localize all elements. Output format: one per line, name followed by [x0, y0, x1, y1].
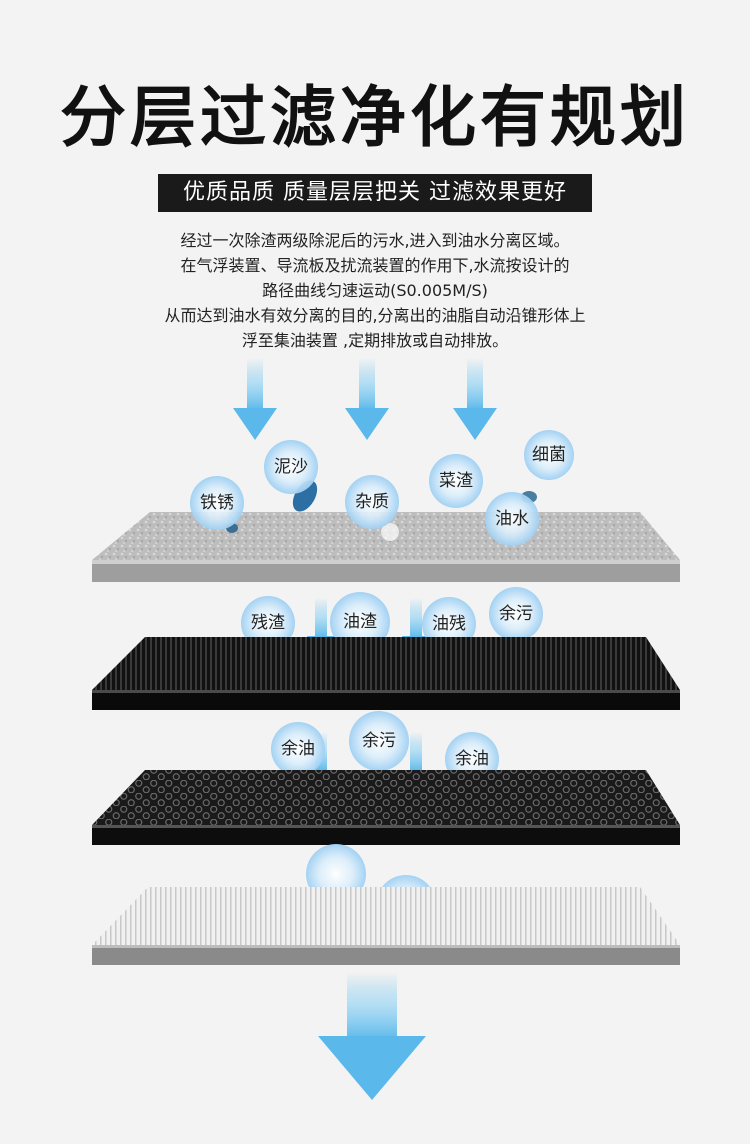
description-line: 经过一次除渣两级除泥后的污水,进入到油水分离区域。	[180, 231, 570, 250]
outflow-arrow	[318, 972, 426, 1100]
inflow-arrow	[345, 358, 389, 440]
description-line: 在气浮装置、导流板及扰流装置的作用下,水流按设计的	[180, 256, 570, 275]
impurity-bubble	[241, 596, 295, 650]
description-block: 经过一次除渣两级除泥后的污水,进入到油水分离区域。 在气浮装置、导流板及扰流装置…	[100, 228, 650, 353]
impurity-bubble	[190, 476, 244, 530]
page-title: 分层过滤净化有规划	[60, 79, 690, 156]
label-oily-water: 油水	[495, 509, 529, 529]
label-oil-residue: 油渣	[343, 612, 377, 632]
sediment-particle	[381, 523, 399, 541]
inflow-arrow	[233, 358, 277, 440]
impurity-bubble	[271, 722, 325, 776]
inflow-arrow	[453, 358, 497, 440]
impurity-bubble	[345, 475, 399, 529]
impurity-bubble	[264, 440, 318, 494]
label-rust: 铁锈	[200, 493, 234, 513]
description-line: 路径曲线匀速运动(S0.005M/S)	[262, 281, 488, 300]
description-line: 从而达到油水有效分离的目的,分离出的油脂自动沿锥形体上	[164, 306, 586, 325]
filter-layer-fiber	[92, 887, 680, 965]
label-remaining-oil: 余油	[281, 739, 315, 759]
impurity-bubble	[524, 430, 574, 480]
label-residue: 残渣	[251, 613, 285, 633]
label-impurities: 杂质	[355, 492, 389, 512]
impurity-bubble	[429, 454, 483, 508]
label-remaining-oil: 余油	[455, 749, 489, 769]
filter-layer-honeycomb	[92, 770, 680, 845]
label-remaining-dirt: 余污	[499, 604, 533, 624]
impurity-bubble	[489, 587, 543, 641]
impurity-bubble	[485, 492, 539, 546]
description-line: 浮至集油装置 ,定期排放或自动排放。	[241, 331, 509, 350]
subtitle-banner: 优质品质 质量层层把关 过滤效果更好	[158, 174, 592, 212]
label-sand: 泥沙	[274, 457, 308, 477]
label-remaining-dirt: 余污	[362, 731, 396, 751]
label-food-residue: 菜渣	[439, 471, 473, 491]
label-oil-remnant: 油残	[432, 614, 466, 634]
label-bacteria: 细菌	[532, 445, 566, 465]
impurity-bubble	[349, 711, 409, 771]
filter-layer-grid	[92, 637, 680, 710]
